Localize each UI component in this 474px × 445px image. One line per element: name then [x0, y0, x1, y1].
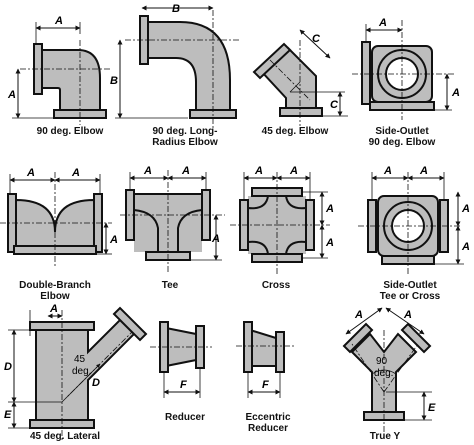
caption-line: Side-Outlet — [383, 280, 437, 291]
dim-label: A — [451, 87, 460, 99]
dim-label: A — [143, 165, 152, 177]
caption-line: Double-Branch — [19, 280, 91, 291]
fitting-true-y: A A E 90 deg. — [342, 307, 436, 438]
caption-eccentric-reducer: Eccentric Reducer — [228, 412, 308, 434]
dim-label: A — [383, 165, 392, 177]
dim-label: D — [92, 377, 100, 389]
dim-label: A — [461, 203, 470, 215]
dim-label: C — [312, 33, 321, 45]
dim-label: A — [461, 241, 470, 253]
dim-label: F — [180, 379, 187, 391]
fitting-reducer: F — [150, 321, 212, 398]
fitting-elbow45: C C — [252, 29, 348, 126]
dim-label: A — [49, 303, 58, 315]
dim-label: B — [172, 3, 180, 15]
caption-line: Reducer — [164, 412, 205, 423]
caption-line: Reducer — [247, 423, 288, 434]
dim-label: D — [4, 361, 12, 373]
caption-lateral45: 45 deg. Lateral — [10, 431, 120, 442]
caption-line: Tee or Cross — [379, 291, 441, 302]
fitting-eccentric-reducer: F — [236, 321, 294, 398]
caption-elbow90: 90 deg. Elbow — [20, 126, 120, 137]
caption-double-branch-elbow: Double-Branch Elbow — [0, 280, 110, 302]
dim-label: A — [325, 203, 334, 215]
dim-label: A — [211, 233, 220, 245]
dim-label: A — [419, 165, 428, 177]
dim-label: A — [109, 234, 118, 246]
caption-line: 45 deg. Lateral — [29, 431, 101, 442]
fitting-side-outlet-tee: A A A A — [358, 165, 470, 276]
caption-reducer: Reducer — [150, 412, 220, 423]
dim-label: A — [54, 15, 63, 27]
caption-line: Elbow — [40, 291, 70, 302]
caption-line: Tee — [161, 280, 179, 291]
caption-line: 90 deg. Long- — [152, 126, 218, 137]
dim-label: C — [330, 99, 339, 111]
caption-line: Eccentric — [245, 412, 291, 423]
fitting-side-outlet-elbow: A A — [352, 17, 460, 120]
dim-label: A — [378, 17, 387, 29]
dim-label: A — [289, 165, 298, 177]
caption-side-outlet-elbow: Side-Outlet 90 deg. Elbow — [352, 126, 452, 148]
caption-line: 90 deg. Elbow — [368, 137, 436, 148]
caption-long-radius-elbow: 90 deg. Long- Radius Elbow — [130, 126, 240, 148]
dim-label: E — [428, 402, 436, 414]
dim-label: A — [71, 167, 80, 179]
caption-elbow45: 45 deg. Elbow — [250, 126, 340, 137]
caption-line: 90 deg. Elbow — [36, 126, 104, 137]
caption-tee: Tee — [140, 280, 200, 291]
dim-label: E — [4, 409, 12, 421]
caption-line: 45 deg. Elbow — [261, 126, 329, 137]
angle-label: 45 — [74, 354, 86, 365]
caption-true-y: True Y — [350, 431, 420, 442]
fitting-long-radius-elbow: B B — [110, 3, 240, 128]
fitting-cross: A A A A — [230, 165, 334, 276]
caption-line: Cross — [261, 280, 291, 291]
caption-line: Side-Outlet — [375, 126, 429, 137]
caption-side-outlet-tee: Side-Outlet Tee or Cross — [362, 280, 458, 302]
fitting-tee: A A A — [120, 165, 225, 272]
dim-label: A — [403, 309, 412, 321]
dim-label: A — [7, 89, 16, 101]
angle-label: deg. — [374, 368, 393, 379]
caption-line: Radius Elbow — [152, 137, 218, 148]
dim-label: A — [26, 167, 35, 179]
caption-cross: Cross — [246, 280, 306, 291]
dim-label: A — [181, 165, 190, 177]
angle-label: deg. — [72, 366, 91, 377]
caption-line: True Y — [369, 431, 401, 442]
fitting-double-branch-elbow: A A A — [0, 167, 118, 268]
dim-label: F — [262, 379, 269, 391]
dim-label: A — [325, 237, 334, 249]
fitting-elbow90: A A — [7, 15, 110, 125]
dim-label: A — [354, 309, 363, 321]
dim-label: B — [110, 75, 118, 87]
fitting-lateral45: A D E D 45 deg. — [4, 303, 148, 440]
angle-label: 90 — [376, 356, 388, 367]
dim-label: A — [254, 165, 263, 177]
